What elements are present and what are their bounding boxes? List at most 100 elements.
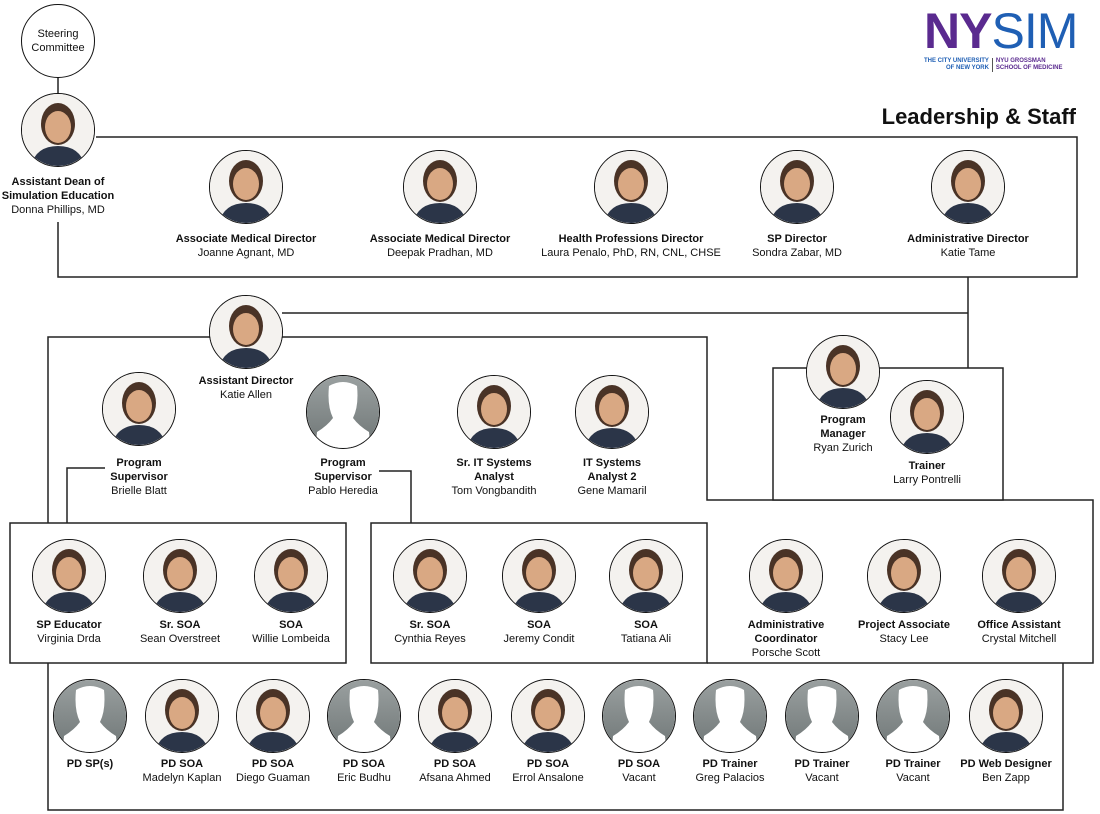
job-title: Assistant Dean of Simulation Education — [1, 176, 115, 202]
job-title: Administrative Coordinator — [747, 619, 825, 645]
avatar — [931, 150, 1005, 224]
job-title: IT Systems Analyst 2 — [582, 457, 642, 483]
person-name: Errol Ansalone — [512, 772, 584, 784]
job-title: PD SOA — [342, 758, 386, 770]
job-title: PD Trainer — [702, 758, 758, 770]
job-title: SP Director — [767, 233, 827, 245]
job-title: Office Assistant — [977, 619, 1061, 631]
person-label: PD SOA Eric Budhu — [274, 757, 454, 785]
avatar — [145, 679, 219, 753]
avatar — [575, 375, 649, 449]
avatar — [806, 335, 880, 409]
person-name: Laura Penalo, PhD, RN, CNL, CHSE — [541, 247, 721, 259]
person-name: Cynthia Reyes — [394, 633, 466, 645]
avatar — [609, 539, 683, 613]
avatar — [209, 150, 283, 224]
person-name: Porsche Scott — [751, 647, 821, 659]
job-title: Program Supervisor — [110, 457, 168, 483]
avatar — [982, 539, 1056, 613]
job-title: SP Educator — [36, 619, 102, 631]
job-title: PD SOA — [526, 758, 570, 770]
job-title: Health Professions Director — [558, 233, 704, 245]
job-title: PD SOA — [251, 758, 295, 770]
job-title: SOA — [634, 619, 658, 631]
job-title: SOA — [279, 619, 303, 631]
avatar — [457, 375, 531, 449]
person-name: Brielle Blatt — [111, 485, 167, 497]
vacant-avatar-icon — [306, 375, 380, 449]
person-name: Jeremy Condit — [503, 633, 575, 645]
avatar — [143, 539, 217, 613]
person-name: Katie Allen — [220, 389, 272, 401]
job-title: PD Trainer — [794, 758, 850, 770]
person-name: Ben Zapp — [982, 772, 1030, 784]
person-name: Crystal Mitchell — [981, 633, 1057, 645]
job-title: PD Web Designer — [960, 758, 1052, 770]
person-label: PD SP(s) — [0, 757, 180, 771]
job-title: Sr. SOA — [159, 619, 201, 631]
vacant-avatar-icon — [693, 679, 767, 753]
avatar — [209, 295, 283, 369]
avatar — [254, 539, 328, 613]
avatar — [594, 150, 668, 224]
person-name: Vacant — [896, 772, 930, 784]
person-name: Stacy Lee — [879, 633, 929, 645]
person-label: SOA Tatiana Ali — [556, 618, 736, 646]
avatar — [21, 93, 95, 167]
job-title: Sr. SOA — [409, 619, 451, 631]
avatar — [102, 372, 176, 446]
avatar — [760, 150, 834, 224]
person-name: Vacant — [622, 772, 656, 784]
person-name: Willie Lombeida — [252, 633, 330, 645]
person-name: Afsana Ahmed — [419, 772, 491, 784]
avatar — [749, 539, 823, 613]
person-name: Sondra Zabar, MD — [752, 247, 842, 259]
person-name: Madelyn Kaplan — [142, 772, 222, 784]
job-title: Sr. IT Systems Analyst — [456, 457, 532, 483]
job-title: Program Manager — [820, 414, 866, 440]
person-name: Gene Mamaril — [577, 485, 647, 497]
person-label: SOA Willie Lombeida — [201, 618, 381, 646]
person-label: PD SOA Errol Ansalone — [458, 757, 638, 785]
person-name: Eric Budhu — [337, 772, 391, 784]
person-name: Tatiana Ali — [620, 633, 672, 645]
person-name: Joanne Agnant, MD — [197, 247, 295, 259]
avatar — [890, 380, 964, 454]
person-name: Vacant — [805, 772, 839, 784]
person-name: Ryan Zurich — [813, 442, 873, 454]
person-name: Deepak Pradhan, MD — [387, 247, 493, 259]
person-name: Virginia Drda — [37, 633, 101, 645]
person-name: Larry Pontrelli — [893, 474, 961, 486]
job-title: Trainer — [908, 460, 946, 472]
job-title: PD Trainer — [885, 758, 941, 770]
person-name: Greg Palacios — [695, 772, 765, 784]
avatar — [403, 150, 477, 224]
person-name: Diego Guaman — [236, 772, 310, 784]
avatar — [969, 679, 1043, 753]
person-name: Pablo Heredia — [308, 485, 378, 497]
job-title: Administrative Director — [907, 233, 1029, 245]
job-title: PD SP(s) — [66, 758, 114, 770]
